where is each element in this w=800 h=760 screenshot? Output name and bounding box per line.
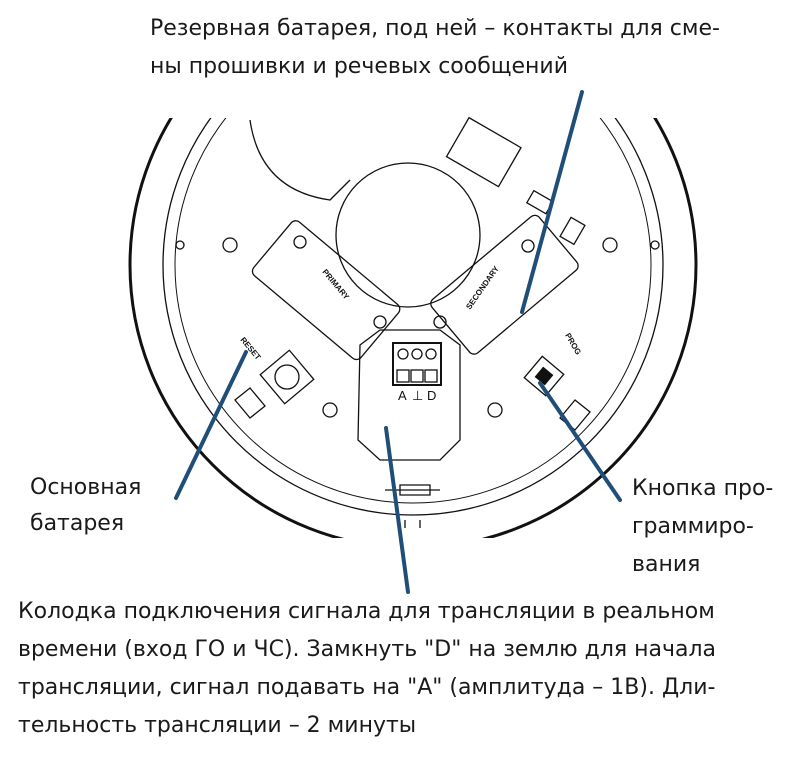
caption-line: вания — [632, 552, 701, 577]
leader-main-battery — [174, 350, 248, 500]
caption-line: Резервная батарея, под ней – контакты дл… — [150, 16, 720, 41]
caption-backup-battery: Резервная батарея, под ней – контакты дл… — [150, 10, 720, 86]
caption-line: Основная — [30, 475, 142, 500]
leader-backup-battery — [520, 90, 584, 314]
caption-main-battery: Основная батарея — [30, 470, 141, 542]
primary-battery-slot — [251, 220, 401, 361]
outer-housing — [128, 118, 698, 538]
caption-prog-button: Кнопка про- граммиро- вания — [632, 470, 773, 584]
leader-terminal-block — [384, 426, 410, 594]
caption-line: ны прошивки и речевых сообщений — [150, 54, 569, 79]
caption-line: времени (вход ГО и ЧС). Замкнуть "D" на … — [18, 637, 717, 662]
terminal-d: D — [427, 388, 436, 403]
caption-line: тельность трансляции – 2 минуты — [18, 713, 417, 738]
center-opening — [335, 162, 481, 308]
terminal-block — [392, 342, 442, 386]
terminal-ground: ⊥ — [412, 388, 423, 403]
secondary-battery-slot — [430, 214, 579, 355]
inner-ring — [162, 118, 664, 516]
label-prog: PROG — [563, 332, 583, 357]
caption-line: трансляции, сигнал подавать на "A" (ампл… — [18, 675, 716, 700]
leader-prog-button — [538, 381, 622, 502]
reset-button-frame — [259, 349, 315, 405]
reset-button[interactable] — [274, 364, 300, 390]
prog-button[interactable] — [523, 355, 565, 397]
caption-line: Колодка подключения сигнала для трансляц… — [18, 599, 715, 624]
caption-terminal-block: Колодка подключения сигнала для трансляц… — [18, 593, 716, 745]
terminal-a: A — [398, 388, 407, 403]
caption-line: граммиро- — [632, 514, 754, 539]
caption-line: Кнопка про- — [632, 476, 774, 501]
inner-ring-2 — [174, 118, 652, 504]
caption-line: батарея — [30, 511, 125, 536]
